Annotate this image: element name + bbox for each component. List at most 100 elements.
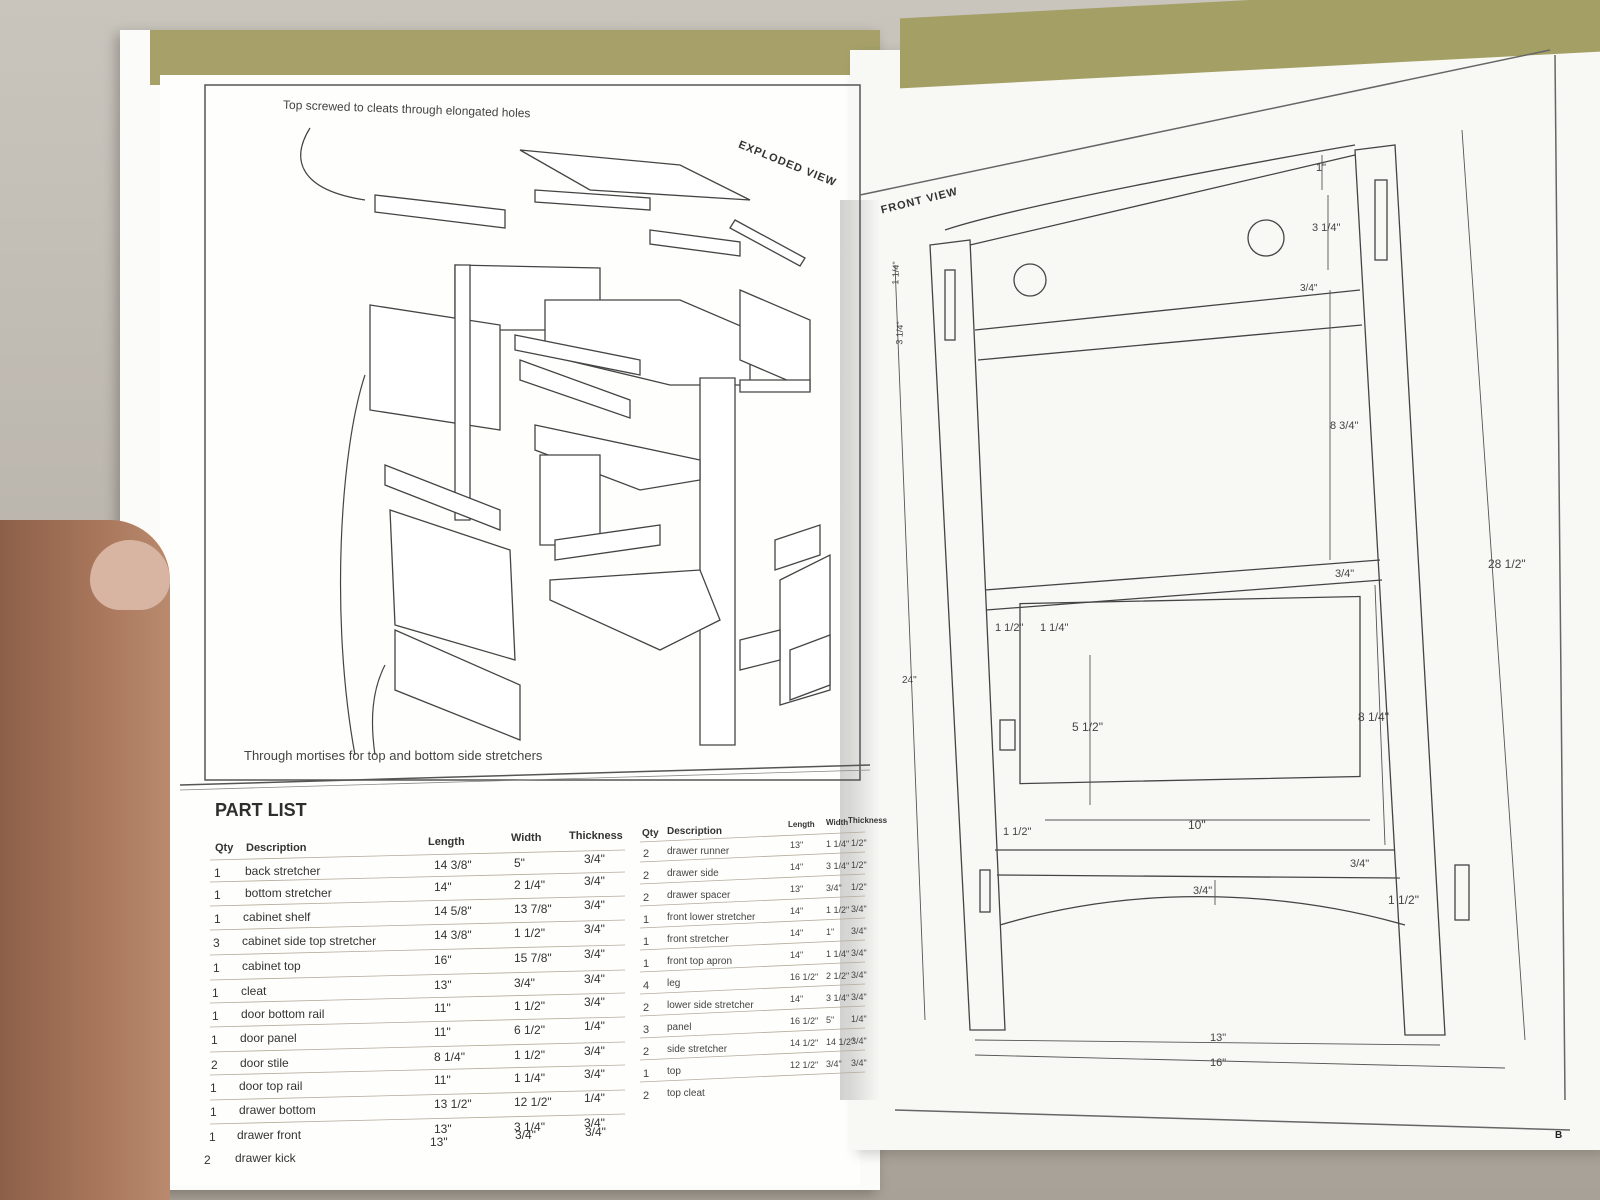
part-width: 3/4" [826,1059,842,1069]
part-width: 5" [514,856,525,870]
part-list-rules [209,831,866,1125]
part-thickness: 3/4" [851,970,867,980]
dimension-label: 16" [1210,1057,1227,1069]
dimension-label: 3/4" [1350,858,1370,870]
part-length: 13" [434,978,452,992]
part-width: 2 1/2" [826,971,850,981]
part-length: 13" [790,884,804,894]
part-qty: 2 [643,1046,650,1058]
part-description: cabinet top [242,959,301,973]
exploded-view-drawing [369,149,831,746]
part-thickness: 3/4" [585,1125,606,1139]
part-description: cabinet side top stretcher [242,934,377,948]
part-description: drawer spacer [667,890,731,901]
part-qty: 1 [212,1009,219,1023]
part-thickness: 3/4" [851,904,867,914]
part-description: drawer bottom [239,1103,316,1117]
part-thickness: 3/4" [584,922,605,936]
part-qty: 1 [214,888,221,902]
part-width: 2 1/4" [514,878,545,892]
right-page [850,50,1600,1150]
dimension-label: 3/4" [1335,568,1355,580]
part-length: 16 1/2" [790,1016,819,1026]
part-qty: 3 [213,936,220,950]
part-width: 14 1/2" [826,1037,855,1047]
part-length: 14 1/2" [790,1038,819,1048]
part-qty: 2 [643,848,650,860]
part-qty: 3 [643,1024,650,1036]
part-width: 1 1/4" [514,1071,545,1085]
exploded-view-frame [204,84,861,781]
dimension-label: 1 1/4" [890,261,902,285]
part-length: 11" [434,1001,451,1015]
part-qty: 1 [210,1081,217,1095]
part-qty: 2 [643,1090,650,1102]
part-qty: 1 [209,1130,216,1144]
part-thickness: 1/2" [851,838,867,848]
dimension-label: 3/4" [1300,283,1318,294]
part-length: 13" [430,1135,448,1149]
part-width: 3 1/4" [514,1120,545,1134]
part-description: front top apron [667,956,733,967]
part-width: 3/4" [514,976,535,990]
part-thickness: 3/4" [851,1058,867,1068]
part-thickness: 3/4" [584,995,605,1009]
part-description: front lower stretcher [667,912,756,923]
part-qty: 1 [214,866,221,880]
dimension-label: 3 1/4" [894,321,906,345]
dimension-label: 8 3/4" [1330,420,1359,432]
part-length: 16" [434,953,452,967]
part-list-2-header-thickness: Thickness [848,816,888,825]
part-description: drawer front [237,1128,302,1142]
part-length: 16 1/2" [790,972,819,982]
part-thickness: 3/4" [584,947,605,961]
part-thickness: 3/4" [584,1116,605,1130]
part-list-2-header-qty: Qty [642,828,659,839]
part-qty: 2 [211,1058,218,1072]
part-description: drawer side [667,868,719,879]
part-qty: 2 [204,1153,211,1167]
part-length: 14" [790,906,804,916]
part-width: 6 1/2" [514,1023,545,1037]
part-qty: 2 [643,870,650,882]
part-thickness: 3/4" [584,972,605,986]
part-description: back stretcher [245,864,321,878]
front-view-drawing [929,144,1470,1036]
part-thickness: 3/4" [851,1036,867,1046]
dimension-label: 1 1/2" [995,622,1024,634]
dimension-label: 13" [1210,1032,1227,1044]
part-list-header-qty: Qty [215,842,234,854]
part-width: 1 1/2" [514,1048,545,1062]
part-description: cabinet shelf [243,910,311,924]
part-list-header-length: Length [428,836,465,848]
part-description: door panel [240,1031,297,1045]
part-width: 1 1/4" [826,839,850,849]
part-qty: 1 [643,914,650,926]
part-description: door bottom rail [241,1007,325,1021]
part-length: 14" [790,994,804,1004]
part-length: 11" [434,1073,451,1087]
part-list-title: PART LIST [215,800,307,820]
part-thickness: 3/4" [851,992,867,1002]
part-width: 1 1/2" [826,905,850,915]
part-thickness: 3/4" [584,1044,605,1058]
part-length: 14 3/8" [434,928,472,942]
part-qty: 2 [643,1002,650,1014]
part-thickness: 1/2" [851,882,867,892]
part-length: 13 1/2" [434,1097,472,1111]
dimension-label: 3 1/4" [1312,222,1341,234]
dimension-label: 8 1/4" [1358,710,1389,724]
part-length: 14" [790,928,804,938]
part-description: drawer runner [667,846,730,857]
hand [0,520,170,1200]
part-description: leg [667,978,681,989]
dimension-label: 1 1/2" [1003,826,1032,838]
part-thickness: 1/4" [851,1014,867,1024]
part-description: top [667,1066,681,1077]
dimension-label: 1 1/2" [1388,893,1419,907]
part-width: 1 1/4" [826,949,850,959]
dimension-label: 1 1/4" [1040,622,1069,634]
part-qty: 1 [643,958,650,970]
dimension-label: 3/4" [1193,885,1213,897]
